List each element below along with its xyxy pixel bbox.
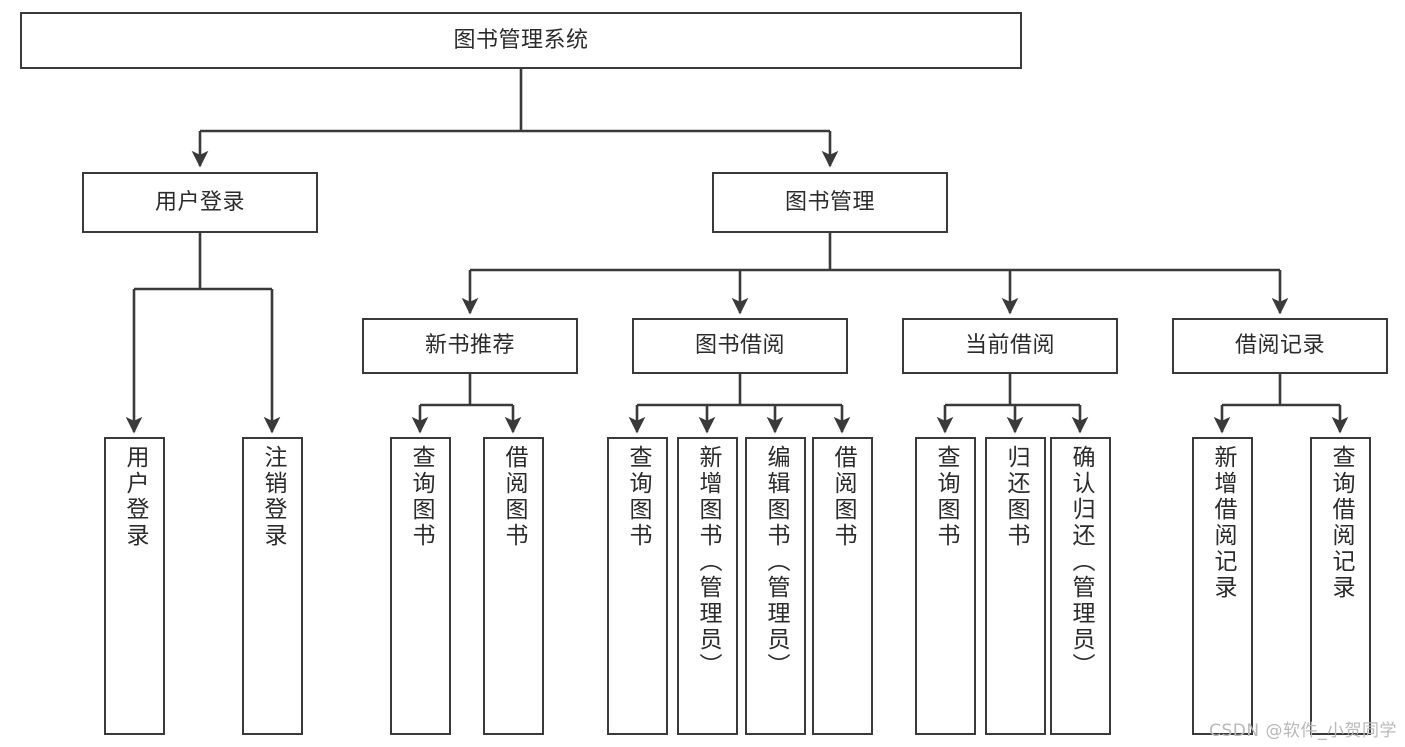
node-label: 图书管理 bbox=[784, 189, 875, 215]
watermark-text: CSDN @软件_小贺同学 bbox=[1209, 721, 1397, 741]
node-leaf-confirm-return[interactable]: 确认归还（管理员） bbox=[1050, 437, 1111, 735]
node-leaf-query-book-1[interactable]: 查询图书 bbox=[390, 437, 451, 735]
node-label: 图书借阅 bbox=[694, 333, 785, 359]
node-book-management[interactable]: 图书管理 bbox=[712, 172, 948, 233]
node-label: 借阅图书 bbox=[501, 445, 527, 549]
node-leaf-logout[interactable]: 注销登录 bbox=[242, 437, 303, 735]
node-label: 确认归还（管理员） bbox=[1068, 445, 1094, 679]
node-label: 新书推荐 bbox=[424, 333, 515, 359]
node-label: 查询借阅记录 bbox=[1328, 445, 1354, 601]
node-label: 查询图书 bbox=[933, 445, 959, 549]
node-label: 查询图书 bbox=[408, 445, 434, 549]
node-new-book-recommend[interactable]: 新书推荐 bbox=[362, 318, 578, 374]
node-leaf-add-book[interactable]: 新增图书（管理员） bbox=[677, 437, 738, 735]
node-user-login[interactable]: 用户登录 bbox=[82, 172, 318, 233]
node-leaf-query-book-3[interactable]: 查询图书 bbox=[915, 437, 976, 735]
node-leaf-add-borrow-record[interactable]: 新增借阅记录 bbox=[1192, 437, 1253, 735]
node-label: 用户登录 bbox=[154, 189, 245, 215]
node-root-book-management-system[interactable]: 图书管理系统 bbox=[20, 12, 1022, 69]
node-label: 归还图书 bbox=[1003, 445, 1029, 549]
node-leaf-borrow-book-1[interactable]: 借阅图书 bbox=[483, 437, 544, 735]
node-label: 新增图书（管理员） bbox=[695, 445, 721, 679]
node-label: 借阅图书 bbox=[830, 445, 856, 549]
node-label: 借阅记录 bbox=[1234, 333, 1325, 359]
node-leaf-query-book-2[interactable]: 查询图书 bbox=[607, 437, 668, 735]
node-current-borrow[interactable]: 当前借阅 bbox=[902, 318, 1118, 374]
node-label: 编辑图书（管理员） bbox=[763, 445, 789, 679]
node-leaf-return-book[interactable]: 归还图书 bbox=[985, 437, 1046, 735]
node-label: 图书管理系统 bbox=[453, 27, 589, 53]
node-book-borrow[interactable]: 图书借阅 bbox=[632, 318, 848, 374]
node-leaf-user-login[interactable]: 用户登录 bbox=[104, 437, 165, 735]
node-label: 新增借阅记录 bbox=[1210, 445, 1236, 601]
node-label: 查询图书 bbox=[625, 445, 651, 549]
node-leaf-query-borrow-record[interactable]: 查询借阅记录 bbox=[1310, 437, 1371, 735]
node-label: 用户登录 bbox=[122, 445, 148, 549]
node-label: 注销登录 bbox=[260, 445, 286, 549]
node-borrow-record[interactable]: 借阅记录 bbox=[1172, 318, 1388, 374]
node-leaf-edit-book[interactable]: 编辑图书（管理员） bbox=[745, 437, 806, 735]
node-leaf-borrow-book-2[interactable]: 借阅图书 bbox=[812, 437, 873, 735]
node-label: 当前借阅 bbox=[964, 333, 1055, 359]
